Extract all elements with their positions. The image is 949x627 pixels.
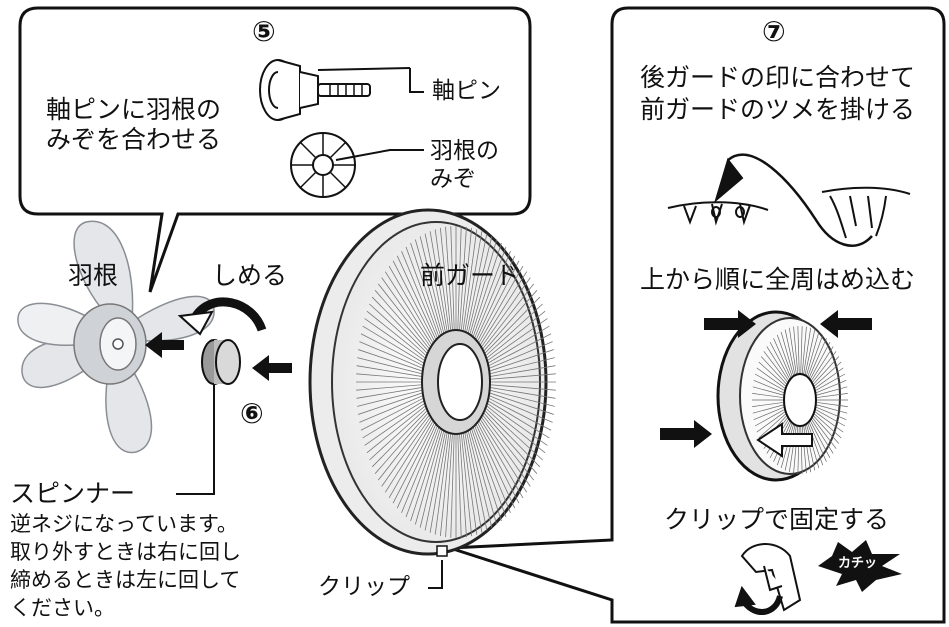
clip-label: クリップ bbox=[318, 574, 410, 600]
blade-groove-illustration bbox=[290, 132, 424, 198]
tighten-label: しめる bbox=[212, 261, 288, 290]
front-guard-illustration bbox=[308, 208, 556, 589]
shaft-pin-illustration bbox=[259, 59, 424, 121]
clip-instruction: クリップで固定する bbox=[664, 505, 890, 534]
spinner-label: スピンナー bbox=[10, 479, 136, 508]
blade-groove-label-line2: みぞ bbox=[430, 166, 476, 192]
blade-groove-label-line1: 羽根の bbox=[430, 138, 499, 164]
spinner-illustration bbox=[176, 339, 241, 495]
step5-instruction-line1: 軸ピンに羽根の bbox=[46, 95, 222, 124]
step7-number: ⑦ bbox=[762, 15, 786, 48]
push-arrow-icon bbox=[145, 332, 292, 381]
front-guard-label: 前ガード bbox=[420, 261, 521, 290]
fan-blades-illustration bbox=[17, 220, 215, 454]
push-arrow-icon bbox=[660, 310, 872, 458]
spinner-note-line4: ください。 bbox=[10, 596, 115, 620]
step5-callout-panel bbox=[18, 6, 532, 293]
step6-number: ⑥ bbox=[240, 397, 264, 430]
click-sound-label: カチッ bbox=[838, 556, 878, 571]
spinner-note-line3: 締めるときは左に回して bbox=[10, 568, 241, 592]
blade-label: 羽根 bbox=[68, 261, 119, 290]
guard-hooks-illustration bbox=[667, 153, 911, 247]
step5-number: ⑤ bbox=[252, 15, 276, 48]
step7-instruction-line2: 前ガードのツメを掛ける bbox=[640, 95, 916, 124]
step7-callout-panel bbox=[449, 6, 946, 624]
shaft-pin-label: 軸ピン bbox=[432, 78, 501, 104]
spinner-note-line1: 逆ネジになっています。 bbox=[10, 512, 238, 536]
step7-instruction-line1: 後ガードの印に合わせて bbox=[640, 63, 916, 92]
spinner-note-line2: 取り外すときは右に回し bbox=[10, 540, 241, 564]
fit-instruction: 上から順に全周はめ込む bbox=[640, 265, 916, 294]
step5-instruction-line2: みぞを合わせる bbox=[46, 125, 222, 154]
click-burst-icon bbox=[818, 540, 902, 592]
clip-illustration bbox=[734, 543, 802, 615]
rotate-arrow-icon bbox=[177, 297, 267, 336]
